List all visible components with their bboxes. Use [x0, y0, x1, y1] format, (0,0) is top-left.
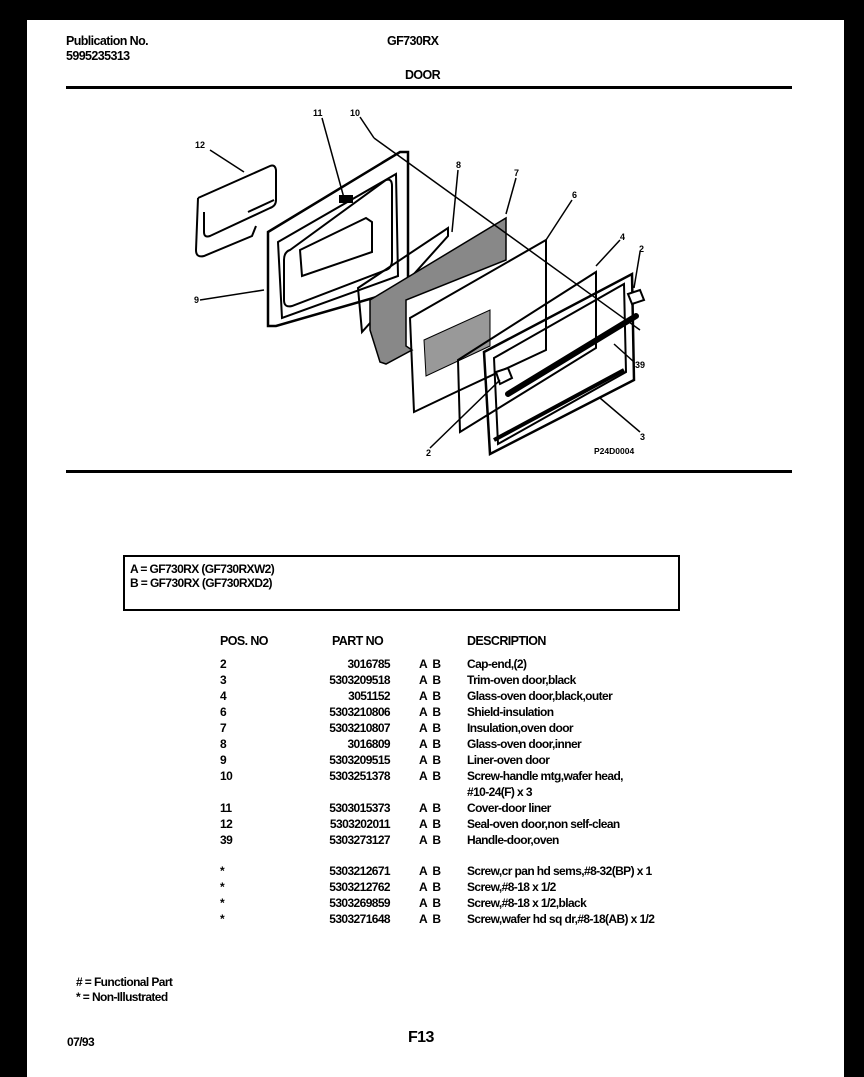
revision-date: 07/93 — [67, 1035, 95, 1049]
row-description: Screw,cr pan hd sems,#8-32(BP) x 1 — [467, 864, 652, 878]
row-part-number: 5303210807 — [329, 721, 390, 735]
row-description: Trim-oven door,black — [467, 673, 576, 687]
row-description: Handle-door,oven — [467, 833, 559, 847]
callout-12: 12 — [195, 140, 205, 150]
row-pos-number: 39 — [220, 833, 233, 847]
row-pos-number: 9 — [220, 753, 227, 767]
row-model-codes: A B — [419, 801, 441, 815]
legend-line-a: A = GF730RX (GF730RXW2) — [130, 562, 275, 576]
row-model-codes: A B — [419, 689, 441, 703]
publication-label: Publication No. — [66, 34, 149, 48]
callout-7: 7 — [514, 168, 519, 178]
row-description: Screw,wafer hd sq dr,#8-18(AB) x 1/2 — [467, 912, 655, 926]
row-pos-number: * — [220, 864, 225, 878]
row-pos-number: 8 — [220, 737, 227, 751]
row-part-number: 5303202011 — [329, 817, 391, 831]
callout-11: 11 — [313, 108, 323, 118]
row-model-codes: A B — [419, 721, 441, 735]
row-pos-number: * — [220, 912, 225, 926]
row-part-number: 3051152 — [348, 689, 390, 703]
row-description: Glass-oven door,inner — [467, 737, 582, 751]
page-number: F13 — [408, 1029, 434, 1046]
row-description: Cap-end,(2) — [467, 657, 527, 671]
row-description: Shield-insulation — [467, 705, 554, 719]
model-number: GF730RX — [387, 34, 439, 48]
exploded-door-diagram: 12 11 10 9 8 7 6 4 2 39 2 3 P24D0004 — [194, 108, 646, 458]
row-part-number: 5303209515 — [329, 753, 390, 767]
footnote-functional: # = Functional Part — [76, 975, 173, 989]
callout-2-bottom: 2 — [426, 448, 431, 458]
row-model-codes: A B — [419, 817, 441, 831]
row-model-codes: A B — [419, 912, 441, 926]
row-part-number: 5303210806 — [329, 705, 390, 719]
row-pos-number: 6 — [220, 705, 227, 719]
row-part-number: 5303271648 — [329, 912, 390, 926]
row-pos-number: 4 — [220, 689, 227, 703]
row-model-codes: A B — [419, 864, 441, 878]
row-part-number: 3016785 — [347, 657, 390, 671]
row-pos-number: 2 — [220, 657, 227, 671]
row-part-number: 5303212671 — [329, 864, 390, 878]
model-legend-box: A = GF730RX (GF730RXW2) B = GF730RX (GF7… — [123, 555, 680, 611]
section-title: DOOR — [405, 68, 441, 82]
row-model-codes: A B — [419, 769, 441, 783]
row-part-number: 5303209518 — [329, 673, 390, 687]
callout-4: 4 — [620, 232, 625, 242]
row-pos-number: * — [220, 880, 225, 894]
seal-part — [194, 164, 277, 258]
row-pos-number: 12 — [220, 817, 233, 831]
row-part-number: 3016809 — [347, 737, 390, 751]
diagram-divider — [66, 470, 792, 473]
row-model-codes: A B — [419, 737, 441, 751]
row-description: Screw,#8-18 x 1/2,black — [467, 896, 587, 910]
diagram-id: P24D0004 — [594, 446, 634, 456]
row-model-codes: A B — [419, 657, 441, 671]
row-model-codes: A B — [419, 880, 441, 894]
row-description: Seal-oven door,non self-clean — [467, 817, 620, 831]
row-model-codes: A B — [419, 896, 441, 910]
row-pos-number: * — [220, 896, 225, 910]
parts-catalog-page: Publication No. 5995235313 GF730RX DOOR — [27, 20, 844, 1077]
header-divider — [66, 86, 792, 89]
row-model-codes: A B — [419, 673, 441, 687]
row-description: Cover-door liner — [467, 801, 551, 815]
row-model-codes: A B — [419, 753, 441, 767]
column-header-desc: DESCRIPTION — [467, 634, 546, 648]
row-model-codes: A B — [419, 833, 441, 847]
row-description: Screw,#8-18 x 1/2 — [467, 880, 556, 894]
row-pos-number: 10 — [220, 769, 233, 783]
publication-number: 5995235313 — [66, 49, 130, 63]
row-description: Liner-oven door — [467, 753, 550, 767]
callout-6: 6 — [572, 190, 577, 200]
row-part-number: 5303273127 — [329, 833, 390, 847]
row-pos-number: 3 — [220, 673, 227, 687]
callout-3: 3 — [640, 432, 645, 442]
callout-10: 10 — [350, 108, 360, 118]
callout-9: 9 — [194, 295, 199, 305]
row-description: Insulation,oven door — [467, 721, 574, 735]
column-header-pos: POS. NO — [220, 634, 269, 648]
row-part-number: 5303212762 — [329, 880, 390, 894]
callout-39: 39 — [635, 360, 645, 370]
row-part-number: 5303251378 — [329, 769, 390, 783]
row-model-codes: A B — [419, 705, 441, 719]
row-part-number: 5303015373 — [329, 801, 390, 815]
row-description-cont: #10-24(F) x 3 — [467, 785, 533, 799]
callout-2-top: 2 — [639, 244, 644, 254]
row-description: Glass-oven door,black,outer — [467, 689, 613, 703]
column-header-part: PART NO — [332, 634, 384, 648]
callout-8: 8 — [456, 160, 461, 170]
row-pos-number: 11 — [220, 801, 232, 815]
legend-line-b: B = GF730RX (GF730RXD2) — [130, 576, 273, 590]
row-pos-number: 7 — [220, 721, 227, 735]
row-part-number: 5303269859 — [329, 896, 390, 910]
footnote-non-illustrated: * = Non-Illustrated — [76, 990, 168, 1004]
row-description: Screw-handle mtg,wafer head, — [467, 769, 624, 783]
